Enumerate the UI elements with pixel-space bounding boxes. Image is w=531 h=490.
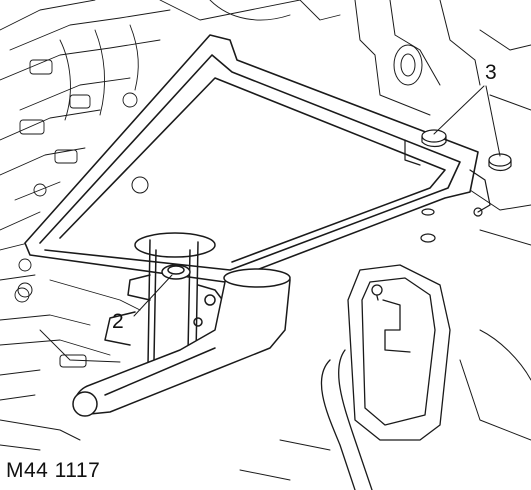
mounting-bracket	[354, 0, 531, 441]
lower-left-brackets	[0, 176, 331, 481]
callout-leaders	[133, 85, 501, 317]
pan-bolt-bosses-right	[404, 129, 512, 243]
callout-2: 2	[112, 310, 124, 333]
callout-3: 3	[485, 61, 497, 84]
transmission-housing-background	[0, 0, 341, 401]
filter-pickup-tube	[72, 232, 291, 417]
figure-reference: M44 1117	[6, 459, 101, 482]
pipe-clamp	[320, 264, 451, 490]
oil-pan	[24, 34, 479, 283]
